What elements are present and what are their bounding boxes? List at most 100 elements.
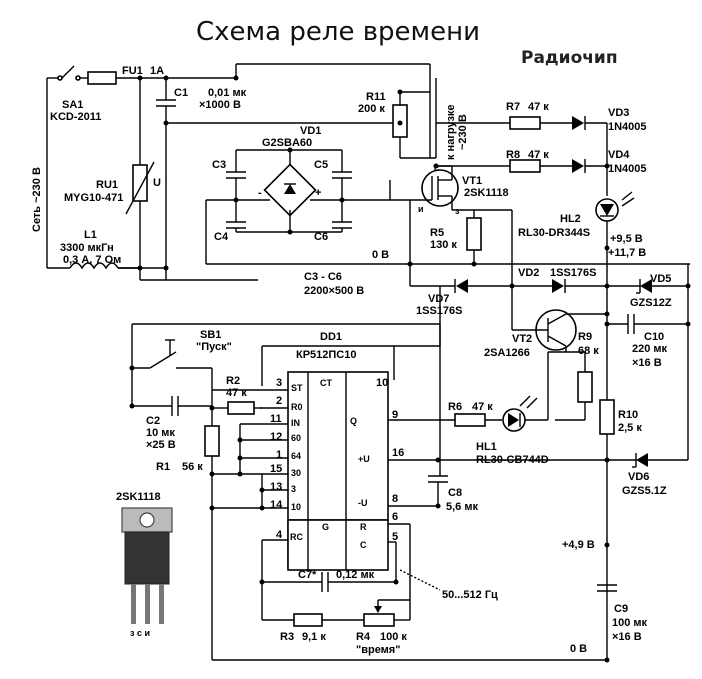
label-r4: R4 (356, 631, 371, 643)
chip-pin-minus-u: -U (358, 498, 368, 508)
label-r2: R2 (226, 375, 240, 387)
chip-pin-plus-u: +U (358, 454, 370, 464)
label-fu1: FU1 (122, 65, 143, 77)
resistor-r7 (509, 116, 541, 130)
label-vd7-type: 1SS176S (416, 305, 462, 317)
label-ru1: RU1 (96, 179, 118, 191)
label-r7-val: 47 к (528, 101, 549, 113)
label-vd2-type: 1SS176S (550, 267, 596, 279)
label-r7: R7 (506, 101, 520, 113)
label-mains: Сеть ~230 В (31, 167, 43, 232)
r6-hl1-section (390, 395, 548, 432)
resistor-r1 (204, 425, 220, 457)
pin-num-5: 5 (392, 531, 398, 543)
chip-pin-g: G (322, 522, 329, 532)
rc-oscillator (259, 539, 441, 627)
label-dd1-type: КР512ПС10 (296, 349, 357, 361)
chip-pin-10: 10 (291, 502, 301, 512)
diode-vd2 (552, 279, 564, 293)
brand-label: Радиочип (521, 48, 618, 68)
resistor-r6 (454, 413, 486, 427)
chip-pin-st: ST (291, 383, 303, 393)
label-pkg-pins: з с и (130, 628, 150, 638)
label-c3c6-val: 2200×500 В (304, 285, 364, 297)
diode-vd7 (456, 279, 468, 293)
vt2-section (512, 286, 691, 660)
label-vd4-type: 1N4005 (608, 163, 647, 175)
pin-num-8: 8 (392, 493, 398, 505)
chip-pin-q: Q (350, 416, 357, 426)
label-c10: C10 (644, 331, 664, 343)
label-r2-val: 47 к (226, 387, 247, 399)
chip-pin-64: 64 (291, 451, 301, 461)
label-l1-val1: 3300 мкГн (60, 242, 114, 254)
label-sa1: SA1 (62, 99, 83, 111)
label-load-v: ~230 В (457, 114, 469, 150)
label-c9: C9 (614, 603, 628, 615)
chip-pin-in: IN (291, 418, 300, 428)
label-vd3: VD3 (608, 107, 629, 119)
label-vd5-type: GZS12Z (630, 297, 672, 309)
label-c1-val1: 0,01 мк (208, 87, 247, 99)
label-vt1-pin-i: и (418, 204, 424, 214)
label-c8-val: 5,6 мк (446, 501, 478, 513)
label-u-mark: U (153, 177, 161, 189)
pin-num-2: 2 (276, 395, 282, 407)
pin-num-15: 15 (270, 463, 282, 475)
package-2sk1118 (121, 507, 173, 624)
label-vd1: VD1 (300, 125, 321, 137)
start-section (129, 323, 441, 660)
pin-num-13: 13 (270, 481, 282, 493)
label-c2-val2: ×25 В (146, 439, 176, 451)
c9-section (212, 542, 617, 663)
chip-pin-30: 30 (291, 468, 301, 478)
pin-num-4: 4 (276, 529, 283, 541)
pin-num-3: 3 (276, 377, 282, 389)
potentiometer-r4 (363, 613, 395, 627)
pin-num-16: 16 (392, 447, 404, 459)
label-sa1-type: KCD-2011 (50, 111, 101, 123)
label-vt1-pin-z: з (455, 206, 460, 216)
label-freq: 50...512 Гц (442, 589, 498, 601)
chip-pin-ct: CT (320, 378, 332, 388)
label-c8: C8 (448, 487, 462, 499)
chip-pin-3: 3 (291, 484, 296, 494)
diode-vd3 (572, 116, 584, 130)
label-c3c6: C3 - C6 (304, 271, 342, 283)
label-vd5: VD5 (650, 273, 671, 285)
label-r4-val: 100 к (380, 631, 407, 643)
label-hl1: HL1 (476, 441, 497, 453)
label-c1: C1 (174, 87, 188, 99)
label-vd3-type: 1N4005 (608, 121, 647, 133)
label-sb1: SB1 (200, 329, 221, 341)
label-bridge-plus: + (315, 187, 321, 199)
label-vt1-type: 2SK1118 (464, 187, 509, 199)
pin-num-10: 10 (376, 377, 388, 389)
label-vd6-type: GZS5.1Z (622, 485, 667, 497)
diode-vd4 (572, 159, 584, 173)
label-c5: C5 (314, 159, 328, 171)
label-vd2: VD2 (518, 267, 539, 279)
label-r3: R3 (280, 631, 294, 643)
resistor-r8 (509, 159, 541, 173)
label-c3: C3 (212, 159, 226, 171)
label-r6: R6 (448, 401, 462, 413)
label-r6-val: 47 к (472, 401, 493, 413)
label-l1-val2: 0,3 А, 7 Ом (63, 254, 121, 266)
chip-pin-60: 60 (291, 433, 301, 443)
label-v49: +4,9 В (562, 539, 595, 551)
switch-sa1 (57, 65, 81, 81)
zener-vd6 (636, 453, 648, 467)
pin-num-14: 14 (270, 499, 283, 511)
label-c7: C7* (298, 569, 317, 581)
label-fu1-val: 1A (150, 65, 164, 77)
pin-num-6: 6 (392, 511, 398, 523)
label-vd7: VD7 (428, 293, 449, 305)
resistor-r3 (293, 613, 323, 627)
label-c2-val1: 10 мк (146, 427, 175, 439)
label-sb1-name: "Пуск" (196, 341, 232, 353)
label-load: к нагрузке (445, 104, 457, 160)
label-c10-val2: ×16 В (632, 357, 662, 369)
label-c10-val1: 220 мк (632, 343, 668, 355)
